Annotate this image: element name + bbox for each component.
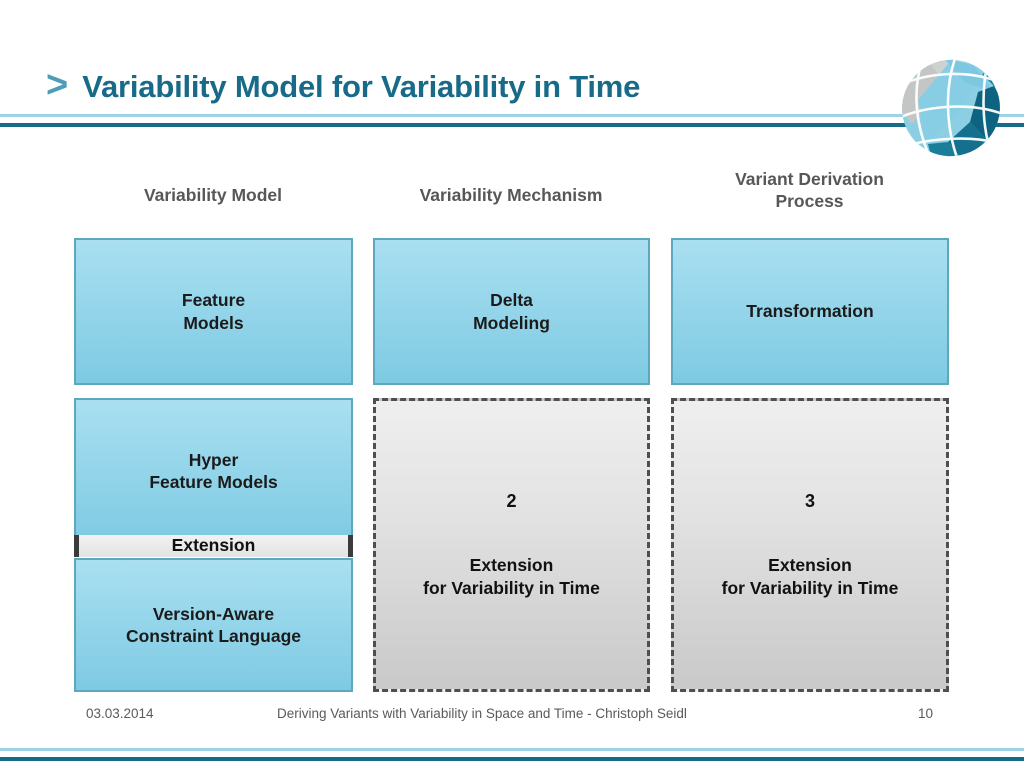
box-feature-models[interactable]: Feature Models	[74, 238, 353, 385]
column-header-line2: Process	[775, 191, 844, 212]
box-label-line1: Extension	[469, 554, 554, 575]
box-label-line2: Models	[183, 312, 244, 333]
column-header-line1: Variant Derivation	[735, 169, 884, 189]
box-label-line1: Delta	[490, 290, 533, 311]
box-extension-variability-in-time-2[interactable]: 2 Extension for Variability in Time	[373, 398, 650, 692]
box-label-line2: Modeling	[473, 312, 550, 333]
box-label-line2: Feature Models	[149, 472, 278, 492]
box-delta-modeling[interactable]: Delta Modeling	[373, 238, 650, 385]
extension-number: 3	[804, 491, 815, 512]
title-row: > Variability Model for Variability in T…	[46, 66, 640, 104]
box-label-line2: for Variability in Time	[423, 577, 600, 598]
slide-footer: 03.03.2014 Deriving Variants with Variab…	[0, 706, 1024, 730]
footer-divider-dark	[0, 757, 1024, 761]
box-label-line2: for Variability in Time	[721, 577, 899, 598]
header-divider-dark	[0, 123, 1024, 127]
column-header-variant-derivation-process: Variant Derivation Process	[670, 168, 949, 213]
chevron-right-icon: >	[46, 64, 69, 106]
extension-connector[interactable]: Extension	[74, 535, 353, 557]
box-label-line1: Feature	[181, 290, 246, 311]
header-divider-light	[0, 114, 1024, 117]
page-title: Variability Model for Variability in Tim…	[82, 69, 641, 104]
box-transformation[interactable]: Transformation	[671, 238, 949, 385]
box-label-line2: Constraint Language	[125, 626, 301, 646]
extension-connector-label: Extension	[171, 535, 256, 556]
box-label-line1: Extension	[768, 554, 852, 575]
box-label-line1: Hyper	[188, 449, 239, 470]
column-header-variability-mechanism: Variability Mechanism	[419, 185, 603, 205]
box-version-aware-constraint-language[interactable]: Version-Aware Constraint Language	[74, 558, 353, 692]
box-label-line1: Transformation	[746, 301, 874, 322]
extension-number: 2	[506, 491, 517, 512]
footer-date: 03.03.2014	[86, 706, 154, 721]
box-extension-variability-in-time-3[interactable]: 3 Extension for Variability in Time	[671, 398, 949, 692]
box-label-line1: Version-Aware	[152, 603, 275, 624]
footer-title: Deriving Variants with Variability in Sp…	[277, 706, 687, 721]
slide-header: > Variability Model for Variability in T…	[0, 0, 1024, 128]
footer-page-number: 10	[918, 706, 934, 721]
footer-divider-light	[0, 748, 1024, 751]
column-header-variability-model: Variability Model	[143, 185, 283, 205]
box-hyper-feature-models[interactable]: Hyper Feature Models	[74, 398, 353, 544]
